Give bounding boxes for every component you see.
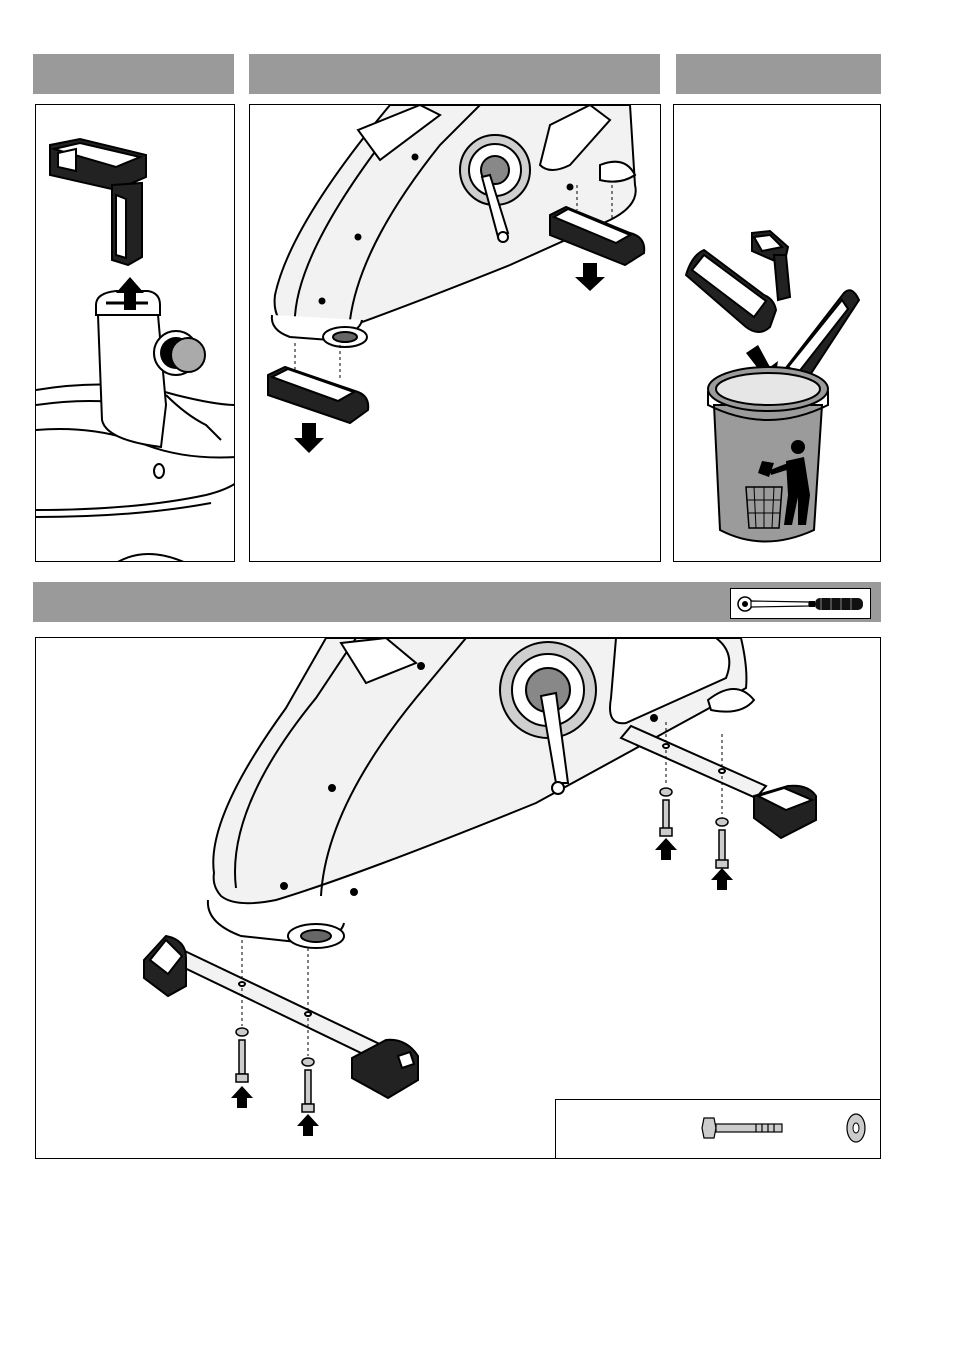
step-2-frame (249, 104, 661, 562)
washer-icon (847, 1114, 865, 1142)
step-1-frame (35, 104, 235, 562)
parts-box (555, 1099, 881, 1159)
step-2-header (249, 54, 660, 94)
down-arrow-icon (575, 263, 605, 291)
front-stabilizer-icon (144, 936, 418, 1098)
step-4-frame (35, 637, 881, 1159)
tool-box (730, 588, 871, 619)
step-1-header (33, 54, 234, 94)
step-3-frame (673, 104, 881, 562)
packaging-parts-icon (686, 231, 859, 379)
packaging-insert-icon (50, 139, 146, 265)
step-3-header (676, 54, 881, 94)
bolt-icon (702, 1118, 782, 1138)
adjustment-knob-icon (154, 331, 205, 375)
down-arrow-icon (294, 423, 324, 453)
trash-bin-icon (708, 367, 828, 542)
wrench-icon (731, 589, 872, 620)
seat-post-icon (96, 291, 221, 447)
